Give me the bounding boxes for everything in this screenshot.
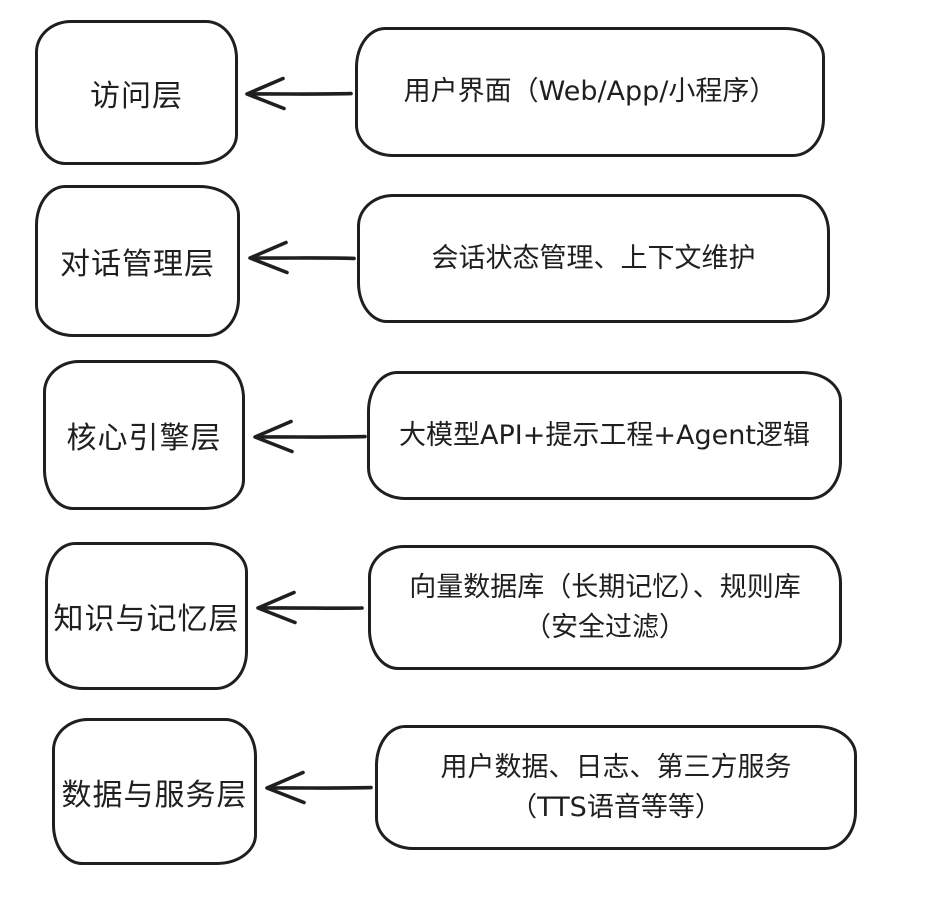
left-arrow-icon <box>256 590 364 625</box>
layer-label: 访问层 <box>90 78 183 114</box>
left-arrow-icon <box>245 76 353 111</box>
layer-label: 对话管理层 <box>60 247 215 282</box>
left-arrow-icon <box>248 240 356 275</box>
component-box-session-state: 会话状态管理、上下文维护 <box>357 194 830 323</box>
layer-box-data-service: 数据与服务层 <box>52 718 257 865</box>
component-box-user-data-services: 用户数据、日志、第三方服务 （TTS语音等等） <box>375 725 857 850</box>
component-box-user-interface: 用户界面（Web/App/小程序） <box>355 27 825 157</box>
component-box-llm-api: 大模型API+提示工程+Agent逻辑 <box>367 371 842 500</box>
layer-label: 知识与记忆层 <box>53 602 240 637</box>
left-arrow-icon <box>265 770 373 805</box>
layer-label: 核心引擎层 <box>66 421 222 456</box>
component-label: 用户界面（Web/App/小程序） <box>403 76 777 108</box>
component-box-vector-db: 向量数据库（长期记忆）、规则库 （安全过滤） <box>368 545 842 670</box>
component-label: 向量数据库（长期记忆）、规则库 （安全过滤） <box>409 572 801 643</box>
layer-box-core-engine: 核心引擎层 <box>43 360 245 510</box>
layer-box-dialog-management: 对话管理层 <box>35 185 240 337</box>
component-label: 大模型API+提示工程+Agent逻辑 <box>399 419 810 451</box>
layer-box-access: 访问层 <box>35 20 238 165</box>
component-label: 会话状态管理、上下文维护 <box>431 242 756 274</box>
layer-box-knowledge-memory: 知识与记忆层 <box>45 542 248 690</box>
component-label: 用户数据、日志、第三方服务 （TTS语音等等） <box>440 752 792 823</box>
left-arrow-icon <box>253 419 367 454</box>
layer-label: 数据与服务层 <box>61 777 248 813</box>
